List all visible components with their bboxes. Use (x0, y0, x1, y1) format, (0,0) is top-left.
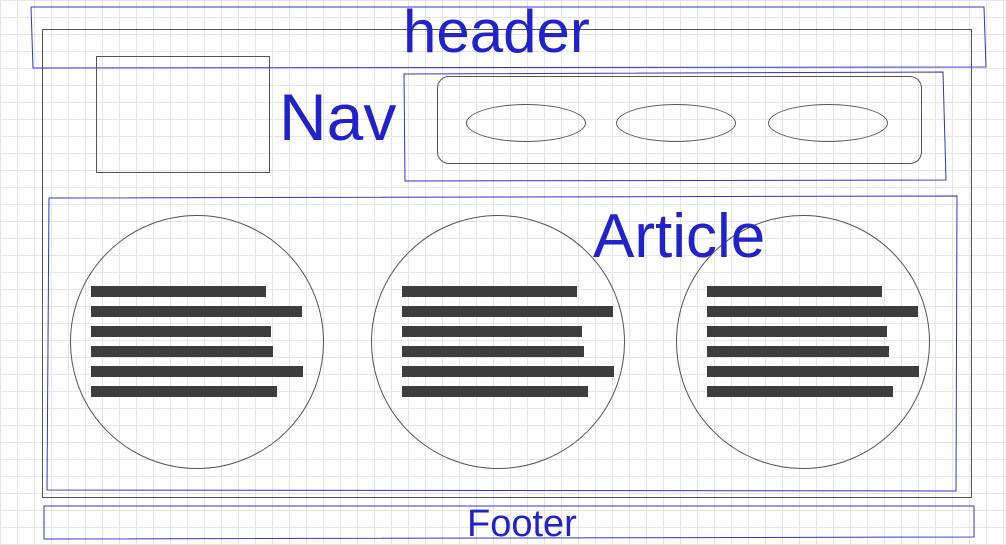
text-line-placeholder (402, 366, 614, 377)
nav-region (403, 71, 947, 182)
text-line-placeholder (402, 386, 588, 397)
article-card (371, 215, 625, 469)
nav-label: Nav (279, 80, 397, 154)
text-line-placeholder (402, 326, 582, 337)
text-line-placeholder (707, 306, 918, 317)
text-line-placeholder (91, 386, 277, 397)
page-frame (42, 29, 972, 498)
text-line-placeholder (707, 346, 889, 357)
footer-region (43, 505, 975, 540)
text-line-placeholder (402, 346, 584, 357)
text-line-placeholder (707, 326, 887, 337)
text-line-placeholder (707, 286, 882, 297)
article-card (70, 215, 324, 469)
nav-link[interactable] (466, 104, 586, 142)
footer-label: Footer (467, 503, 577, 545)
logo-placeholder (96, 56, 270, 173)
text-line-placeholder (707, 366, 919, 377)
header-label: header (403, 0, 590, 65)
text-line-placeholder (91, 286, 266, 297)
text-line-placeholder (91, 366, 303, 377)
nav-link[interactable] (616, 104, 736, 142)
text-line-placeholder (402, 286, 577, 297)
text-line-placeholder (402, 306, 613, 317)
article-region (46, 195, 958, 492)
article-card (676, 215, 930, 469)
text-line-placeholder (91, 346, 273, 357)
nav-link[interactable] (768, 104, 888, 142)
nav-bar (437, 76, 922, 164)
header-region (30, 6, 987, 69)
text-line-placeholder (91, 306, 302, 317)
article-label: Article (593, 202, 766, 271)
text-line-placeholder (91, 326, 271, 337)
text-line-placeholder (707, 386, 893, 397)
